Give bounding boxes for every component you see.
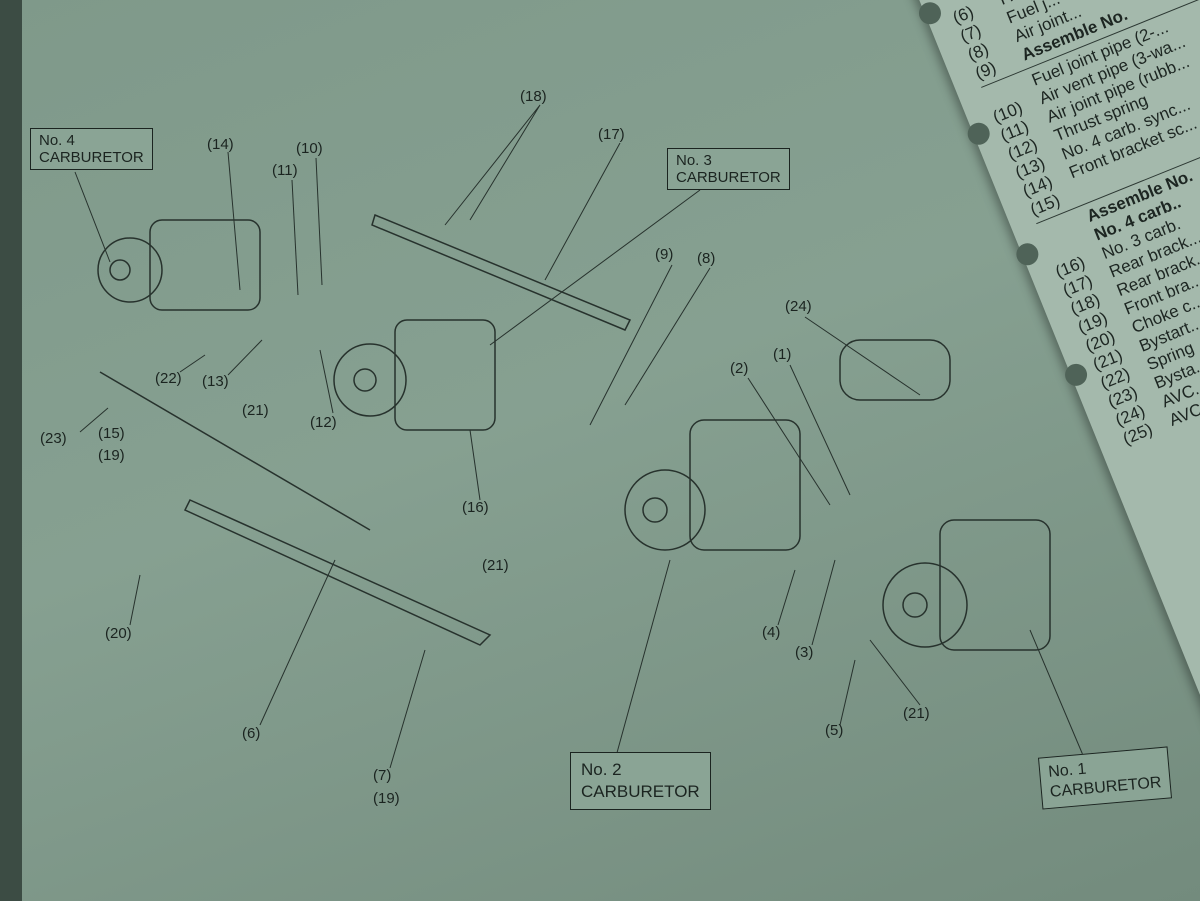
box-line: No. 4	[39, 132, 75, 149]
callout-21: (21)	[482, 557, 509, 574]
callout-12: (12)	[310, 414, 337, 431]
callout-13: (13)	[202, 373, 229, 390]
callout-19: (19)	[98, 447, 125, 464]
callout-10: (10)	[296, 140, 323, 157]
callout-15: (15)	[98, 425, 125, 442]
callout-18: (18)	[520, 88, 547, 105]
callout-24: (24)	[785, 298, 812, 315]
box-line: CARBURETOR	[581, 782, 700, 801]
rear-bracket-drawing	[371, 213, 632, 331]
no2-carburetor-label: No. 2 CARBURETOR	[570, 752, 711, 810]
callout-20: (20)	[105, 625, 132, 642]
page-edge	[0, 0, 22, 901]
avc-drawing	[839, 339, 951, 401]
box-line: CARBURETOR	[39, 149, 144, 166]
callout-17: (17)	[598, 126, 625, 143]
callout-23: (23)	[40, 430, 67, 447]
callout-3: (3)	[795, 644, 814, 661]
callout-16: (16)	[462, 499, 489, 516]
box-line: No. 2	[581, 760, 622, 779]
callout-22: (22)	[155, 370, 182, 387]
callout-19: (19)	[373, 790, 400, 807]
leader-lines	[74, 104, 1086, 769]
carburetor-4-drawing	[97, 219, 261, 311]
callout-21: (21)	[242, 402, 269, 419]
callout-6: (6)	[242, 725, 261, 742]
choke-rod-drawing	[99, 371, 371, 531]
box-line: CARBURETOR	[676, 169, 781, 186]
carburetor-3-drawing	[333, 319, 496, 431]
carburetor-1-drawing	[882, 519, 1051, 651]
callout-5: (5)	[825, 722, 844, 739]
callout-11: (11)	[272, 162, 298, 179]
callout-9: (9)	[655, 246, 674, 263]
carburetor-2-drawing	[624, 419, 801, 551]
callout-14: (14)	[207, 136, 234, 153]
callout-2: (2)	[730, 360, 749, 377]
front-bracket-drawing	[183, 499, 492, 646]
callout-7: (7)	[373, 767, 392, 784]
callout-4: (4)	[762, 624, 781, 641]
callout-1: (1)	[773, 346, 792, 363]
callout-8: (8)	[697, 250, 716, 267]
callout-21: (21)	[903, 705, 930, 722]
box-line: No. 3	[676, 152, 712, 169]
